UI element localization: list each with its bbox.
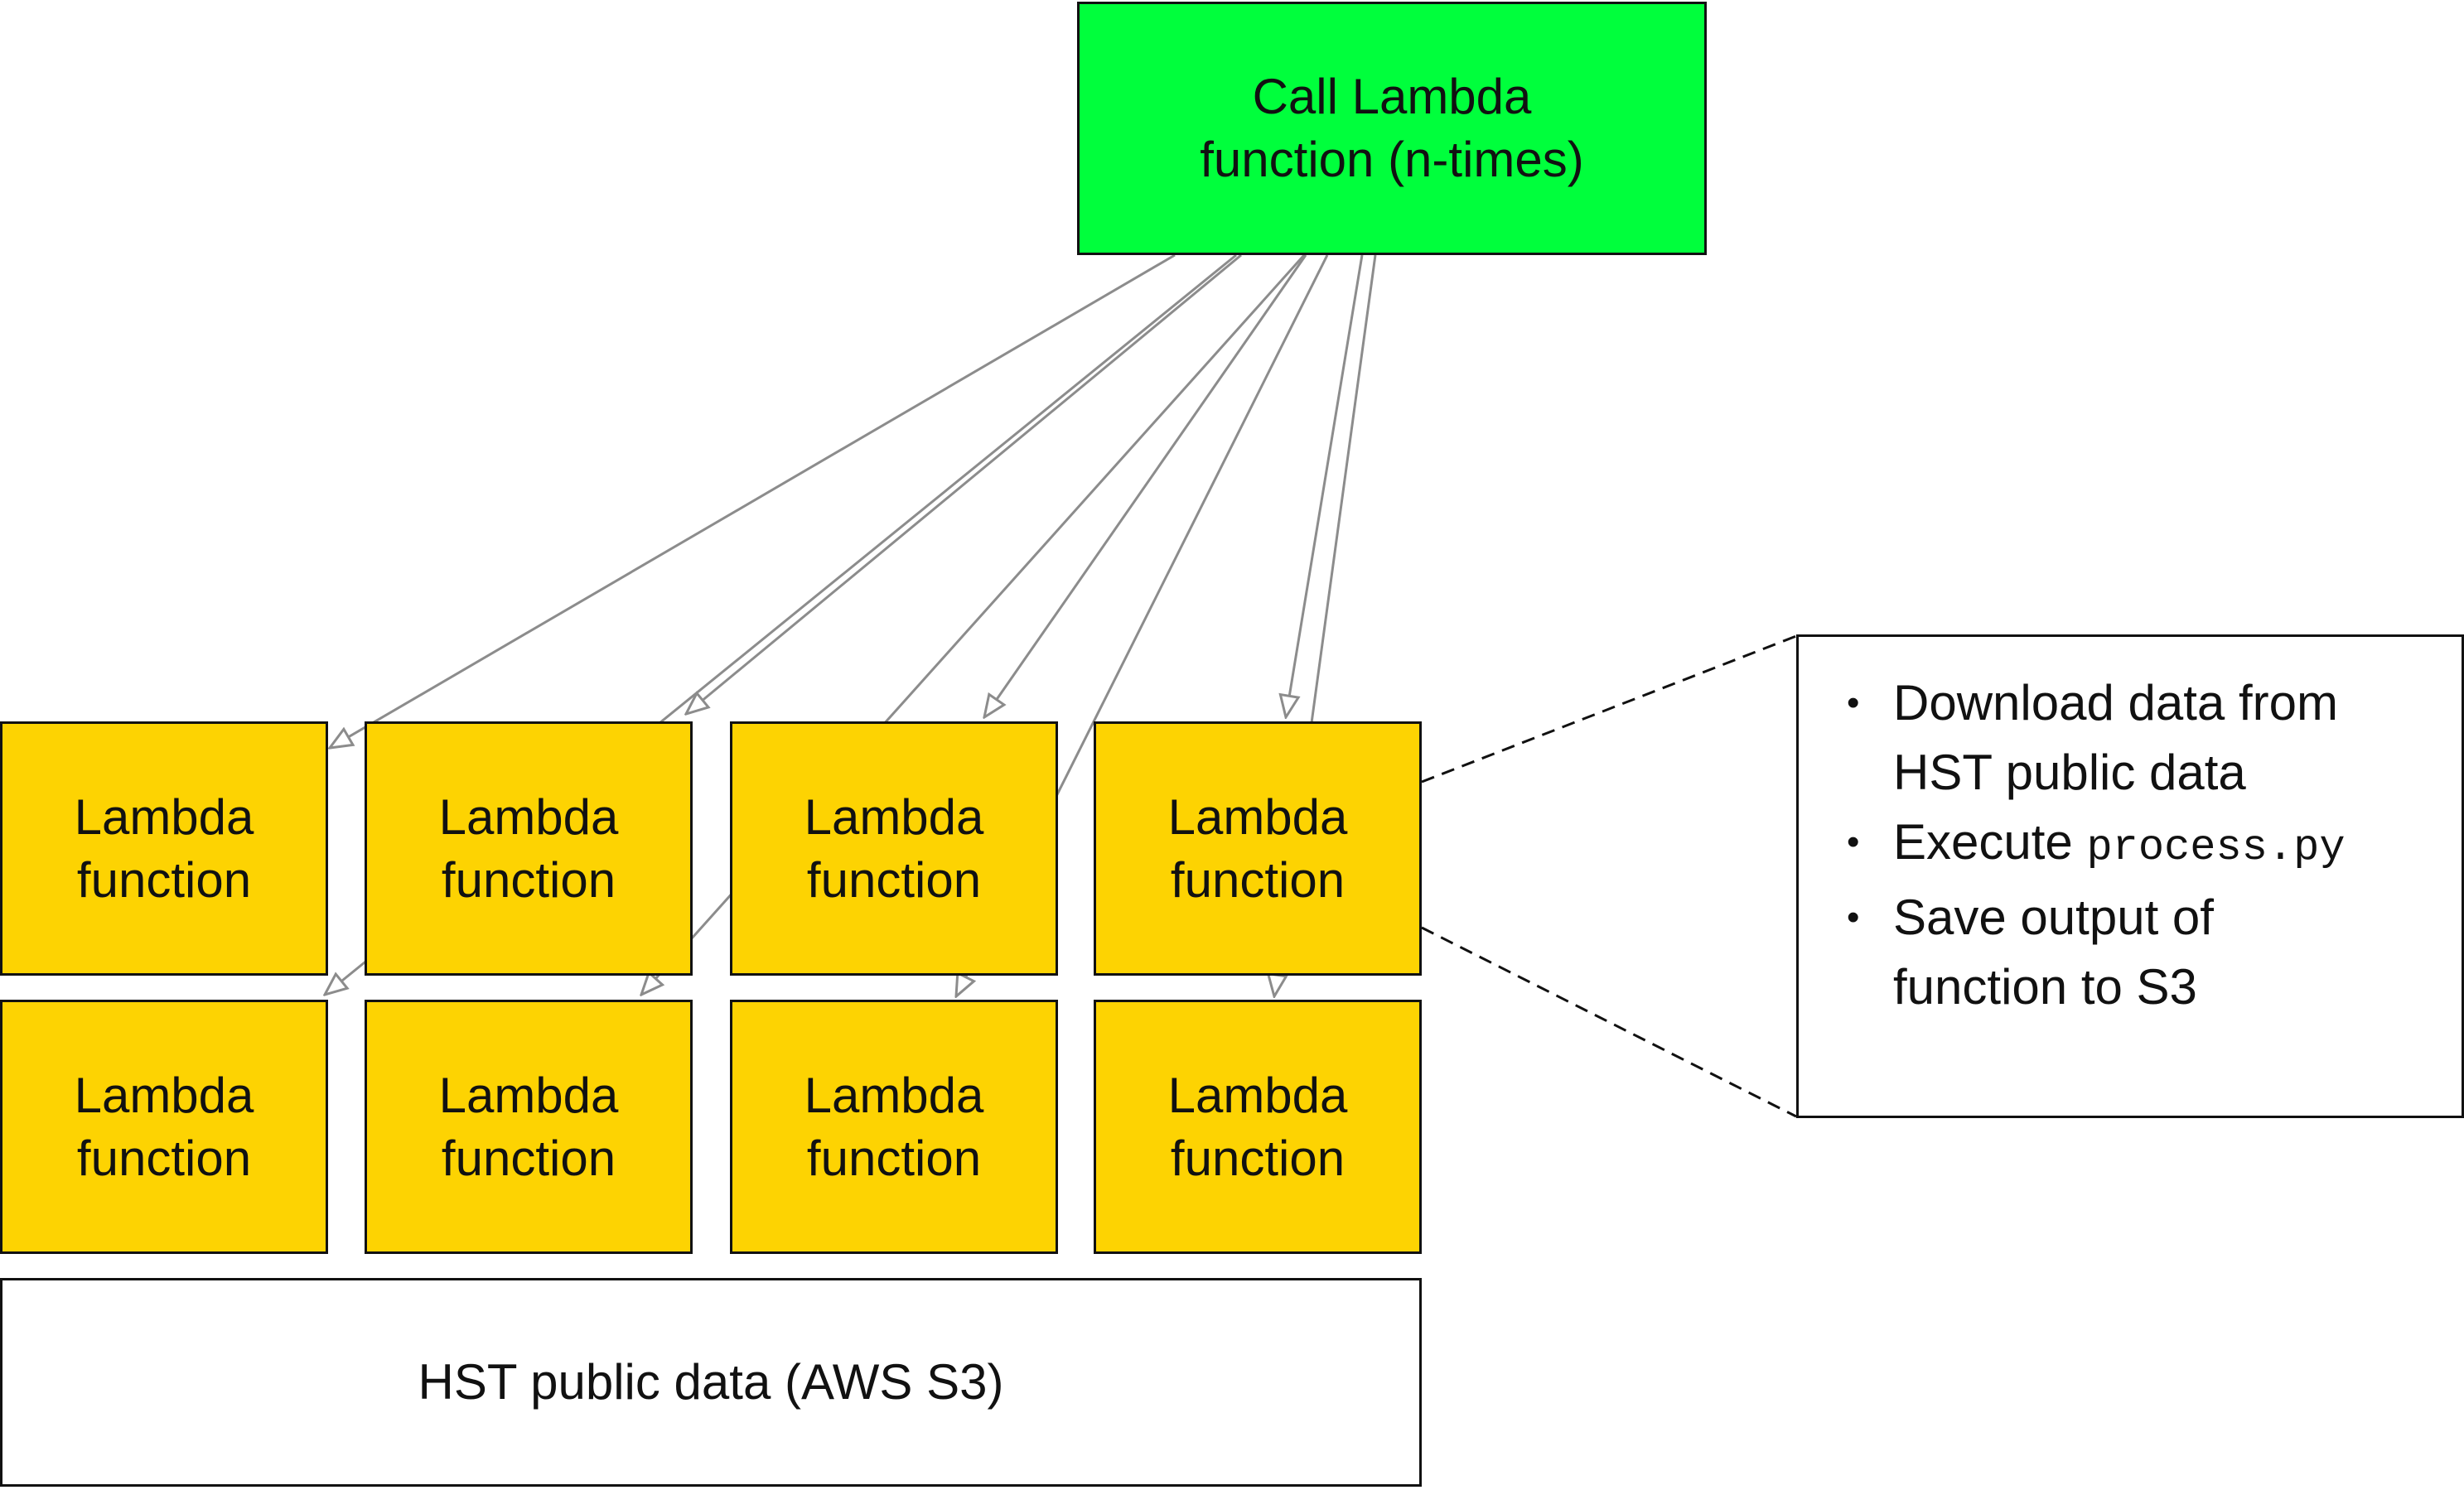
- step-item-download: • Download data from HST public data: [1847, 668, 2462, 808]
- lambda-label-line1: Lambda: [804, 788, 984, 845]
- lambda-label-line1: Lambda: [1167, 1067, 1348, 1123]
- lambda-label-line2: function: [806, 851, 982, 908]
- lambda-label-line1: Lambda: [438, 788, 619, 845]
- callout-line-bottom: [1421, 926, 1797, 1118]
- lambda-label-line2: function: [441, 851, 616, 908]
- lambda-function-box: Lambda function: [0, 721, 328, 976]
- callout-dashed-lines: [1421, 634, 1797, 1118]
- step-save-line2: function to S3: [1893, 959, 2197, 1015]
- hst-public-data-box: HST public data (AWS S3): [0, 1278, 1422, 1487]
- call-lambda-line2: function (n-times): [1200, 132, 1584, 187]
- bullet-icon: •: [1847, 682, 1860, 723]
- lambda-label-line2: function: [441, 1130, 616, 1186]
- hst-public-data-label: HST public data (AWS S3): [418, 1354, 1004, 1410]
- lambda-label-line2: function: [1170, 1130, 1346, 1186]
- step-download-line2: HST public data: [1893, 745, 2246, 800]
- arrow-to-lambda-2: [686, 253, 1242, 714]
- lambda-label-line2: function: [76, 1130, 252, 1186]
- step-save-line1: Save output of: [1893, 890, 2214, 945]
- lambda-function-box: Lambda function: [365, 1000, 693, 1254]
- lambda-label-line1: Lambda: [1167, 788, 1348, 845]
- bullet-icon: •: [1847, 822, 1860, 862]
- step-execute-code: process.py: [2086, 823, 2346, 872]
- arrow-to-lambda-4: [1286, 254, 1364, 717]
- lambda-function-box: Lambda function: [1094, 1000, 1422, 1254]
- lambda-function-box: Lambda function: [730, 1000, 1058, 1254]
- lambda-steps-callout: • Download data from HST public data • E…: [1796, 634, 2464, 1118]
- lambda-function-box: Lambda function: [0, 1000, 328, 1254]
- lambda-label-line2: function: [1170, 851, 1346, 908]
- arrow-to-lambda-1: [330, 253, 1176, 748]
- lambda-function-box: Lambda function: [730, 721, 1058, 976]
- lambda-function-box: Lambda function: [365, 721, 693, 976]
- call-lambda-line1: Call Lambda: [1252, 69, 1532, 124]
- lambda-function-box: Lambda function: [1094, 721, 1422, 976]
- lambda-steps-list: • Download data from HST public data • E…: [1847, 668, 2462, 1022]
- callout-line-top: [1421, 634, 1797, 784]
- fan-out-arrows: [325, 253, 1377, 996]
- lambda-label-line1: Lambda: [438, 1067, 619, 1123]
- lambda-label-line2: function: [76, 851, 252, 908]
- step-item-save: • Save output of function to S3: [1847, 883, 2462, 1022]
- lambda-label-line1: Lambda: [74, 788, 254, 845]
- arrow-to-lambda-3: [984, 254, 1307, 717]
- step-download-line1: Download data from: [1893, 675, 2338, 731]
- bullet-icon: •: [1847, 897, 1860, 938]
- lambda-label-line1: Lambda: [74, 1067, 254, 1123]
- step-item-execute: • Execute process.py: [1847, 808, 2462, 883]
- call-lambda-box: Call Lambda function (n-times): [1077, 2, 1707, 255]
- lambda-label-line2: function: [806, 1130, 982, 1186]
- step-execute-text: Execute: [1893, 814, 2087, 870]
- lambda-label-line1: Lambda: [804, 1067, 984, 1123]
